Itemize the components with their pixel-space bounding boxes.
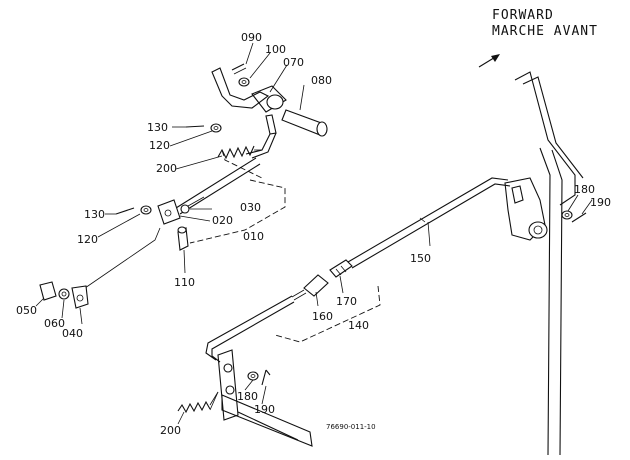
lower-washer-180 — [247, 369, 271, 386]
part-label-040: 040 — [62, 327, 83, 340]
hardware-040-050-060 — [39, 281, 89, 309]
group-bracket-200 — [221, 149, 263, 179]
part-label-100: 100 — [265, 43, 286, 56]
part-label-150: 150 — [410, 252, 431, 265]
part-label-060: 060 — [44, 317, 65, 330]
part-label-120-upper: 120 — [149, 139, 170, 152]
part-label-010: 010 — [243, 230, 264, 243]
pin-080 — [281, 109, 328, 137]
part-label-130-upper: 130 — [147, 121, 168, 134]
upper-spring-200 — [217, 145, 262, 160]
group-bracket-010 — [189, 179, 286, 244]
part-label-200-upper: 200 — [156, 162, 177, 175]
part-label-130-left: 130 — [84, 208, 105, 221]
part-label-090: 090 — [241, 31, 262, 44]
part-label-190-right: 190 — [590, 196, 611, 209]
bolt-090 — [231, 63, 250, 87]
forward-label: FORWARD — [492, 8, 554, 23]
left-pin-130 — [115, 205, 152, 215]
part-label-030: 030 — [240, 201, 261, 214]
lower-spring-200 — [177, 391, 219, 414]
upper-pin-130 — [185, 123, 222, 133]
cable-to-040 — [84, 227, 161, 289]
part-label-180-lower: 180 — [237, 390, 258, 403]
part-label-070: 070 — [283, 56, 304, 69]
leader-lines — [35, 42, 593, 425]
forward-arrow-icon — [478, 54, 500, 68]
upper-lever-070 — [211, 67, 287, 159]
part-label-160: 160 — [312, 310, 333, 323]
drawing-code: 76690-011-10 — [326, 423, 376, 431]
group-bracket-140 — [274, 285, 381, 343]
part-label-180-right: 180 — [574, 183, 595, 196]
part-label-140: 140 — [348, 319, 369, 332]
part-label-110: 110 — [174, 276, 195, 289]
linkage-010 — [157, 157, 261, 225]
rod-140 — [205, 295, 295, 363]
turnbuckle-160 — [291, 259, 353, 301]
part-label-190-lower: 190 — [254, 403, 275, 416]
part-label-050: 050 — [16, 304, 37, 317]
pin-110 — [177, 226, 189, 251]
rod-150 — [347, 177, 511, 269]
part-label-120-left: 120 — [77, 233, 98, 246]
part-label-080: 080 — [311, 74, 332, 87]
frame-assembly — [504, 71, 584, 456]
part-label-020: 020 — [212, 214, 233, 227]
part-label-170: 170 — [336, 295, 357, 308]
part-label-200-lower: 200 — [160, 424, 181, 437]
right-washer-180 — [561, 210, 587, 223]
marche-avant-label: MARCHE AVANT — [492, 24, 598, 39]
lower-pedal-assembly — [209, 349, 313, 447]
